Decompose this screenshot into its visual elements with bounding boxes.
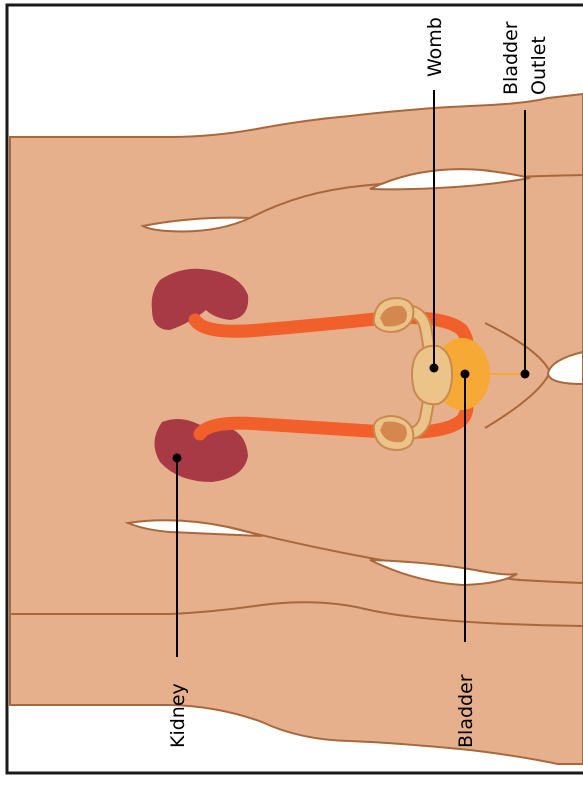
- bladder-dot: [461, 370, 470, 379]
- label-kidney: Kidney: [167, 683, 189, 748]
- label-bladder: Bladder: [455, 674, 477, 748]
- womb: [412, 346, 452, 404]
- outlet-dot: [521, 370, 530, 379]
- womb-dot: [430, 364, 439, 373]
- label-bladder-outlet-line1: Bladder: [500, 21, 522, 95]
- kidney-dot: [173, 454, 182, 463]
- label-womb: Womb: [424, 17, 446, 77]
- label-bladder-outlet-line2: Outlet: [528, 36, 550, 95]
